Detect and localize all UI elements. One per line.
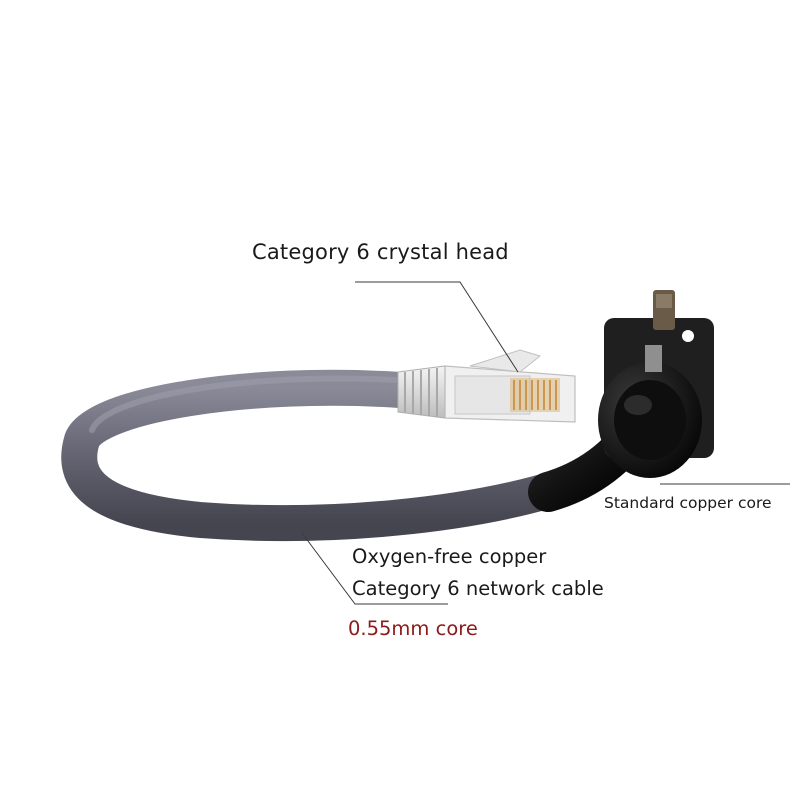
label-cable-line1: Oxygen-free copper [352,545,547,568]
label-cable-line2: Category 6 network cable [352,577,604,600]
rj45-crystal-head [444,349,576,423]
rj45-boot [397,365,446,419]
leader-lines [301,281,790,605]
label-crystal-head: Category 6 crystal head [252,240,509,264]
label-copper-core: Standard copper core [604,494,772,512]
leader-crystal-head [355,281,519,373]
label-core-size: 0.55mm core [348,617,478,640]
grey-cable-highlight [89,375,398,433]
leader-network-cable [301,532,448,605]
grey-cable [61,369,578,542]
panel-mount-connector [598,290,714,478]
